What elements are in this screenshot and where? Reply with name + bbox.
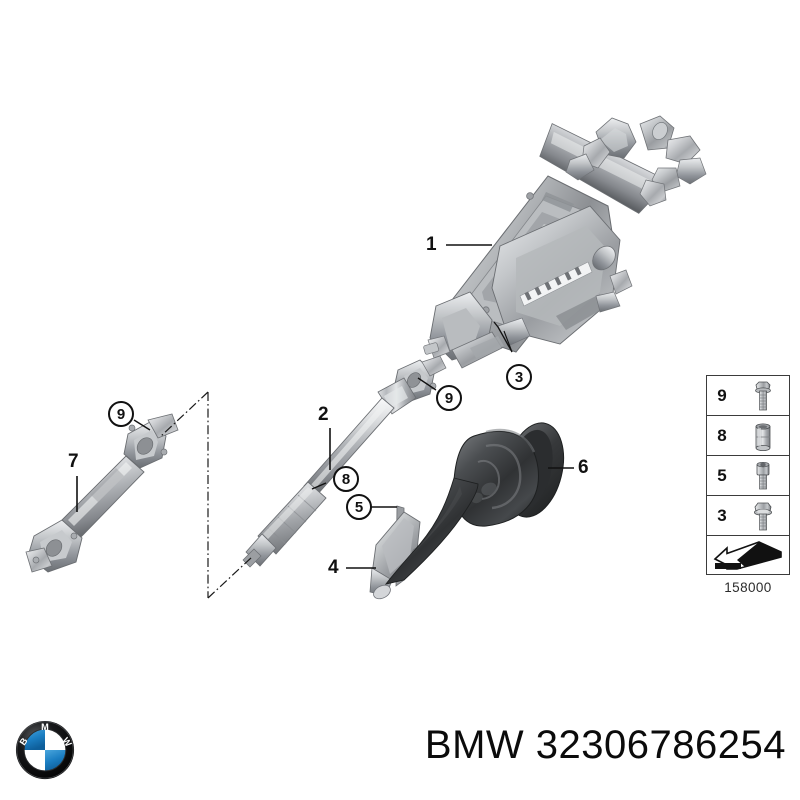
legend-number-3: 3 — [717, 505, 727, 525]
legend-row-8: 8 — [707, 416, 789, 456]
lower-universal-joint — [25, 519, 83, 573]
socket-head-screw-icon — [737, 456, 789, 495]
callout-9-upper: 9 — [108, 401, 134, 427]
hex-flange-bolt-icon — [737, 496, 789, 535]
svg-text:B: B — [18, 736, 30, 747]
alignment-axis-lines — [159, 391, 253, 599]
part-steering-column-assembly — [423, 115, 707, 369]
part-universal-joint-shaft — [25, 413, 179, 573]
legend-number-8: 8 — [717, 425, 727, 445]
legend-row-direction — [707, 536, 789, 576]
callout-8: 8 — [333, 466, 359, 492]
callout-9-lower: 9 — [436, 385, 462, 411]
callout-6: 6 — [578, 457, 589, 478]
legend-row-3: 3 — [707, 496, 789, 536]
legend-panel: 9 8 — [706, 375, 790, 575]
footer-bar: BMW B M W BMW 32306786254 — [0, 715, 800, 800]
column-housing-body — [491, 205, 633, 345]
svg-text:M: M — [41, 722, 49, 732]
column-lock-housing — [423, 291, 531, 369]
bmw-roundel-logo: BMW B M W — [15, 720, 75, 780]
legend-row-9: 9 — [707, 376, 789, 416]
legend-number-5: 5 — [717, 465, 727, 485]
legend-diagram-code: 158000 — [724, 580, 772, 595]
spacer-sleeve-icon — [737, 416, 789, 455]
callout-7: 7 — [68, 451, 79, 472]
direction-arrow-icon — [707, 536, 789, 576]
callout-5: 5 — [346, 494, 372, 520]
legend-number-9: 9 — [717, 385, 727, 405]
callout-4: 4 — [328, 557, 339, 578]
part-rubber-boot-grommet — [384, 422, 565, 585]
part-steering-shaft — [242, 355, 447, 568]
upper-universal-joint — [123, 413, 179, 469]
upper-mount-bracket — [565, 115, 707, 207]
part-number-label: BMW 32306786254 — [424, 723, 786, 767]
callout-3: 3 — [506, 364, 532, 390]
flange-bolt-icon — [737, 376, 789, 415]
callout-1: 1 — [426, 234, 437, 255]
callout-2: 2 — [318, 404, 329, 425]
legend-row-5: 5 — [707, 456, 789, 496]
